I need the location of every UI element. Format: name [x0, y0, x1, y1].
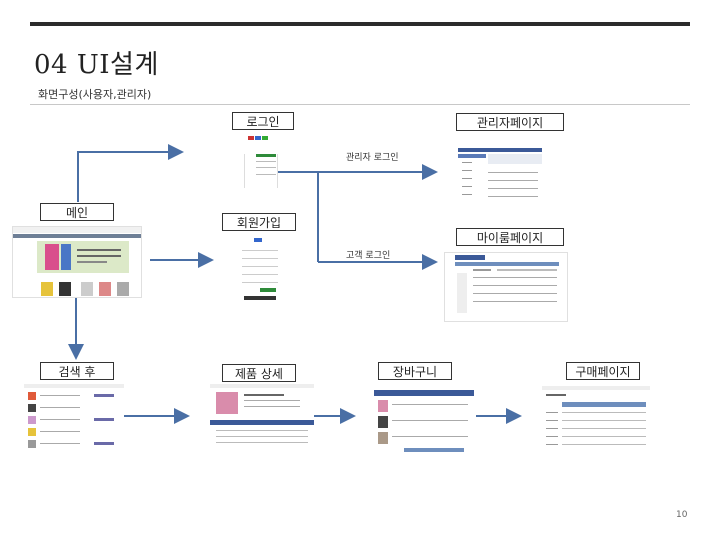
flow-label-customer-login: 고객 로그인 [346, 251, 391, 261]
label-signup: 회원가입 [222, 213, 296, 231]
screenshot-cart [374, 390, 474, 454]
flow-label-admin-login: 관리자 로그인 [346, 153, 399, 163]
screenshot-admin-page [458, 148, 542, 204]
arrow-main-to-login [77, 144, 184, 202]
top-rule [30, 22, 690, 26]
label-main: 메인 [40, 203, 114, 221]
label-product-detail: 제품 상세 [222, 364, 296, 382]
label-mypage: 마이룸페이지 [456, 228, 564, 246]
label-admin-page: 관리자페이지 [456, 113, 564, 131]
screenshot-purchase [542, 386, 650, 454]
screenshot-search-result [24, 384, 124, 456]
screenshot-product-detail [210, 384, 314, 454]
label-cart: 장바구니 [378, 362, 452, 380]
screenshot-main [12, 226, 142, 298]
label-search-result: 검색 후 [40, 362, 114, 380]
screenshot-signup [240, 238, 280, 304]
header-divider [30, 104, 690, 105]
label-login: 로그인 [232, 112, 294, 130]
screenshot-login [244, 134, 278, 188]
label-purchase: 구매페이지 [566, 362, 640, 380]
page-number: 10 [676, 510, 688, 520]
page-title: 04 UI설계 [34, 50, 159, 80]
page-subtitle: 화면구성(사용자,관리자) [38, 88, 152, 101]
screenshot-mypage [444, 252, 568, 322]
